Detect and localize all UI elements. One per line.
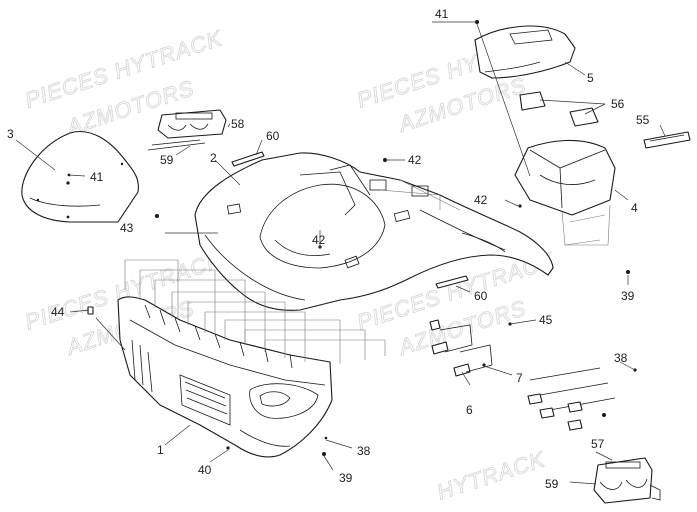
part-5-top-cover [474,25,576,79]
callout-42-center: 42 [312,233,326,247]
callout-41-right: 41 [435,7,449,21]
callout-58: 58 [231,117,245,131]
callout-43: 43 [120,221,134,235]
callout-39-right: 39 [621,289,635,303]
callout-7: 7 [516,371,523,385]
callout-41-left: 41 [90,170,104,184]
part-2-front-fender [194,152,554,311]
callout-39-bottom: 39 [339,471,353,485]
leader-lines [15,21,666,485]
part-38-clip-set [527,367,616,431]
callout-59-top: 59 [160,153,174,167]
callout-5: 5 [587,71,594,85]
callout-55: 55 [636,113,650,127]
part-60-rod-bottom [435,275,469,289]
callout-1: 1 [157,443,164,457]
callout-60-top: 60 [266,129,280,143]
part-6-clips [429,319,493,377]
callout-57: 57 [591,437,605,451]
part-1-front-grille [117,296,333,458]
callout-56: 56 [611,97,625,111]
callout-2: 2 [210,151,217,165]
assembly-guide-frames [124,179,461,364]
fasteners [67,20,637,456]
callouts: 3 41 58 59 60 2 43 42 42 41 5 56 55 42 4… [7,7,650,491]
watermark-9: HYTRACK [434,446,549,505]
callout-4: 4 [631,201,638,215]
callout-45: 45 [539,313,553,327]
callout-3: 3 [7,127,14,141]
callout-38-right: 38 [614,351,628,365]
part-56-plates [519,91,599,127]
callout-59-bottom: 59 [545,477,559,491]
callout-44: 44 [51,305,65,319]
callout-42-right: 42 [474,193,488,207]
part-55-decal [643,131,691,149]
callout-6: 6 [466,403,473,417]
part-60-rod-top [231,151,265,167]
callout-42-top: 42 [408,153,422,167]
callout-38-bottom: 38 [357,444,371,458]
part-4-storage-box [514,139,616,246]
part-58-grill [147,109,227,151]
part-3-side-panel [21,131,139,223]
callout-40: 40 [198,463,212,477]
part-57-grill [593,457,661,504]
callout-60-bottom: 60 [474,289,488,303]
